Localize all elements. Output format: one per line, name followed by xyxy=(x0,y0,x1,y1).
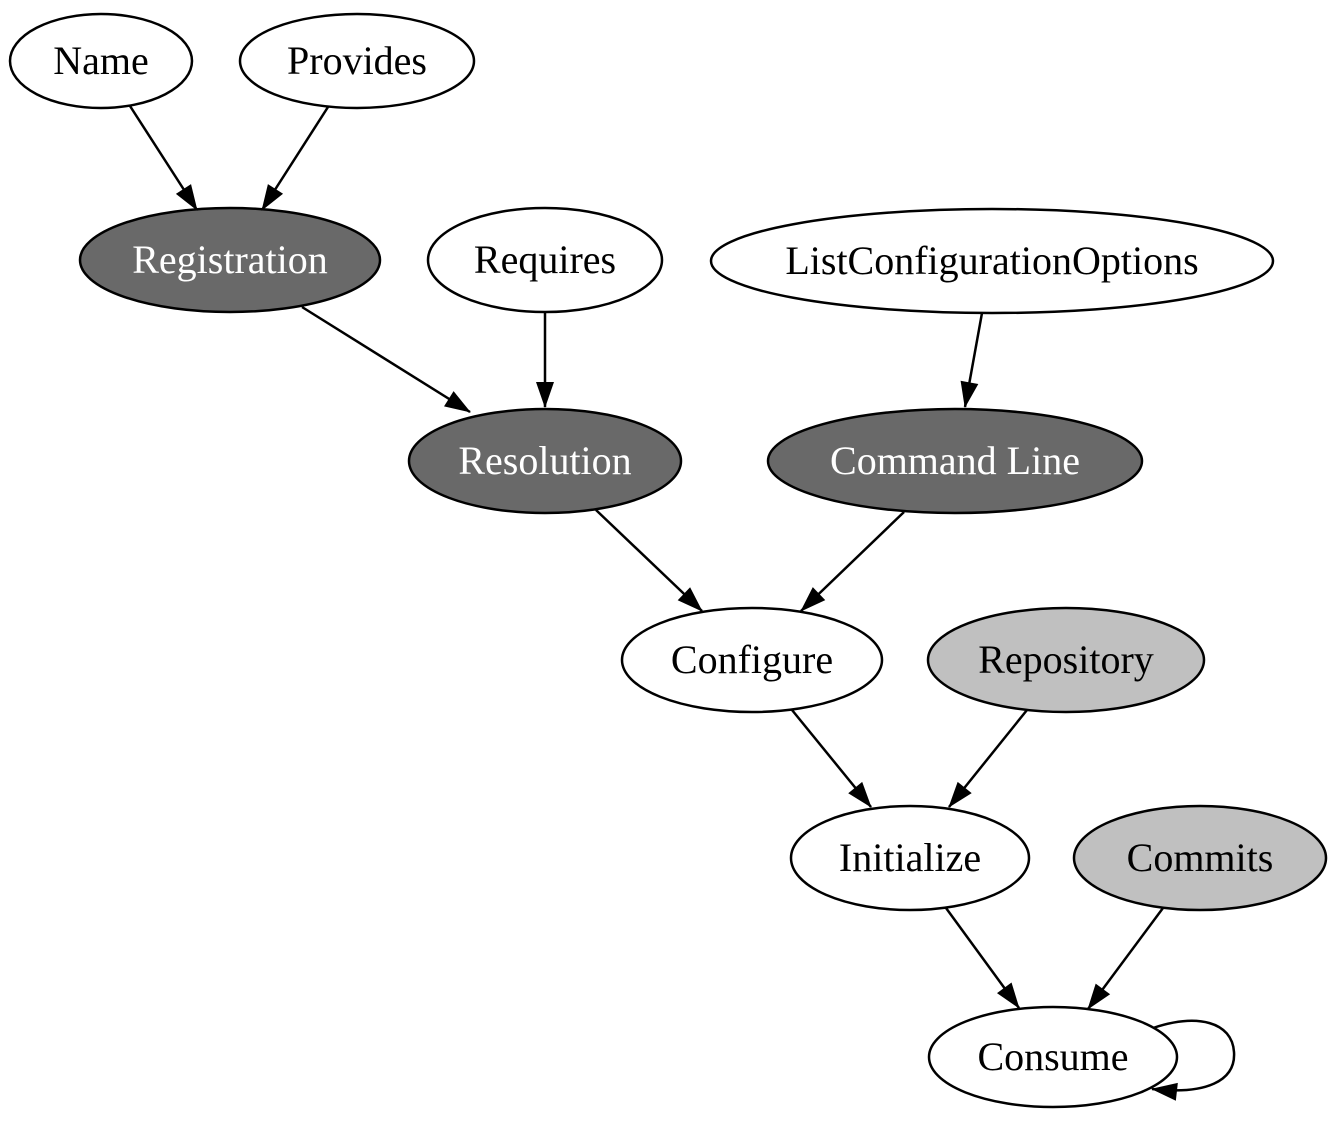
node-consume-label: Consume xyxy=(977,1034,1128,1079)
node-commits: Commits xyxy=(1072,804,1328,912)
node-list-configuration-options: ListConfigurationOptions xyxy=(709,207,1275,315)
node-requires: Requires xyxy=(426,206,664,314)
node-resolution: Resolution xyxy=(407,407,683,515)
node-repository-label: Repository xyxy=(978,637,1154,682)
node-list-configuration-options-shape xyxy=(709,207,1275,315)
node-registration-shape xyxy=(78,206,382,314)
node-command-line: Command Line xyxy=(766,407,1144,515)
node-repository: Repository xyxy=(926,606,1206,714)
edge-resolution-to-configure xyxy=(595,509,703,612)
edge-name-to-registration xyxy=(128,105,199,211)
node-name-shape xyxy=(8,12,194,110)
edge-configure-to-initialize xyxy=(791,709,872,808)
node-configure: Configure xyxy=(620,606,884,714)
node-initialize-label: Initialize xyxy=(839,835,981,880)
node-resolution-shape xyxy=(407,407,683,515)
edge-consume-self-loop xyxy=(1151,1019,1236,1101)
node-consume: Consume xyxy=(927,1005,1179,1109)
node-command-line-shape xyxy=(766,407,1144,515)
edge-commits-to-consume xyxy=(1086,907,1165,1010)
node-command-line-label: Command Line xyxy=(830,438,1080,483)
node-registration: Registration xyxy=(78,206,382,314)
node-commits-shape xyxy=(1072,804,1328,912)
edge-command-line-to-configure xyxy=(800,511,905,612)
node-requires-shape xyxy=(426,206,664,314)
node-configure-label: Configure xyxy=(671,637,833,682)
node-commits-label: Commits xyxy=(1127,835,1274,880)
node-provides-shape xyxy=(238,12,476,110)
node-name-label: Name xyxy=(53,38,149,83)
node-initialize: Initialize xyxy=(789,804,1031,912)
node-provides: Provides xyxy=(238,12,476,110)
node-repository-shape xyxy=(926,606,1206,714)
node-resolution-label: Resolution xyxy=(458,438,631,483)
node-configure-shape xyxy=(620,606,884,714)
node-consume-shape xyxy=(927,1005,1179,1109)
edge-listconfigurationoptions-to-command-line xyxy=(960,312,984,408)
node-name: Name xyxy=(8,12,194,110)
edge-provides-to-registration xyxy=(260,106,330,211)
node-registration-label: Registration xyxy=(132,237,328,282)
edge-repository-to-initialize xyxy=(948,709,1028,808)
node-requires-label: Requires xyxy=(474,237,616,282)
edge-registration-to-resolution xyxy=(301,305,471,414)
node-provides-label: Provides xyxy=(287,38,427,83)
node-initialize-shape xyxy=(789,804,1031,912)
node-list-configuration-options-label: ListConfigurationOptions xyxy=(785,238,1198,283)
edge-initialize-to-consume xyxy=(944,907,1021,1009)
